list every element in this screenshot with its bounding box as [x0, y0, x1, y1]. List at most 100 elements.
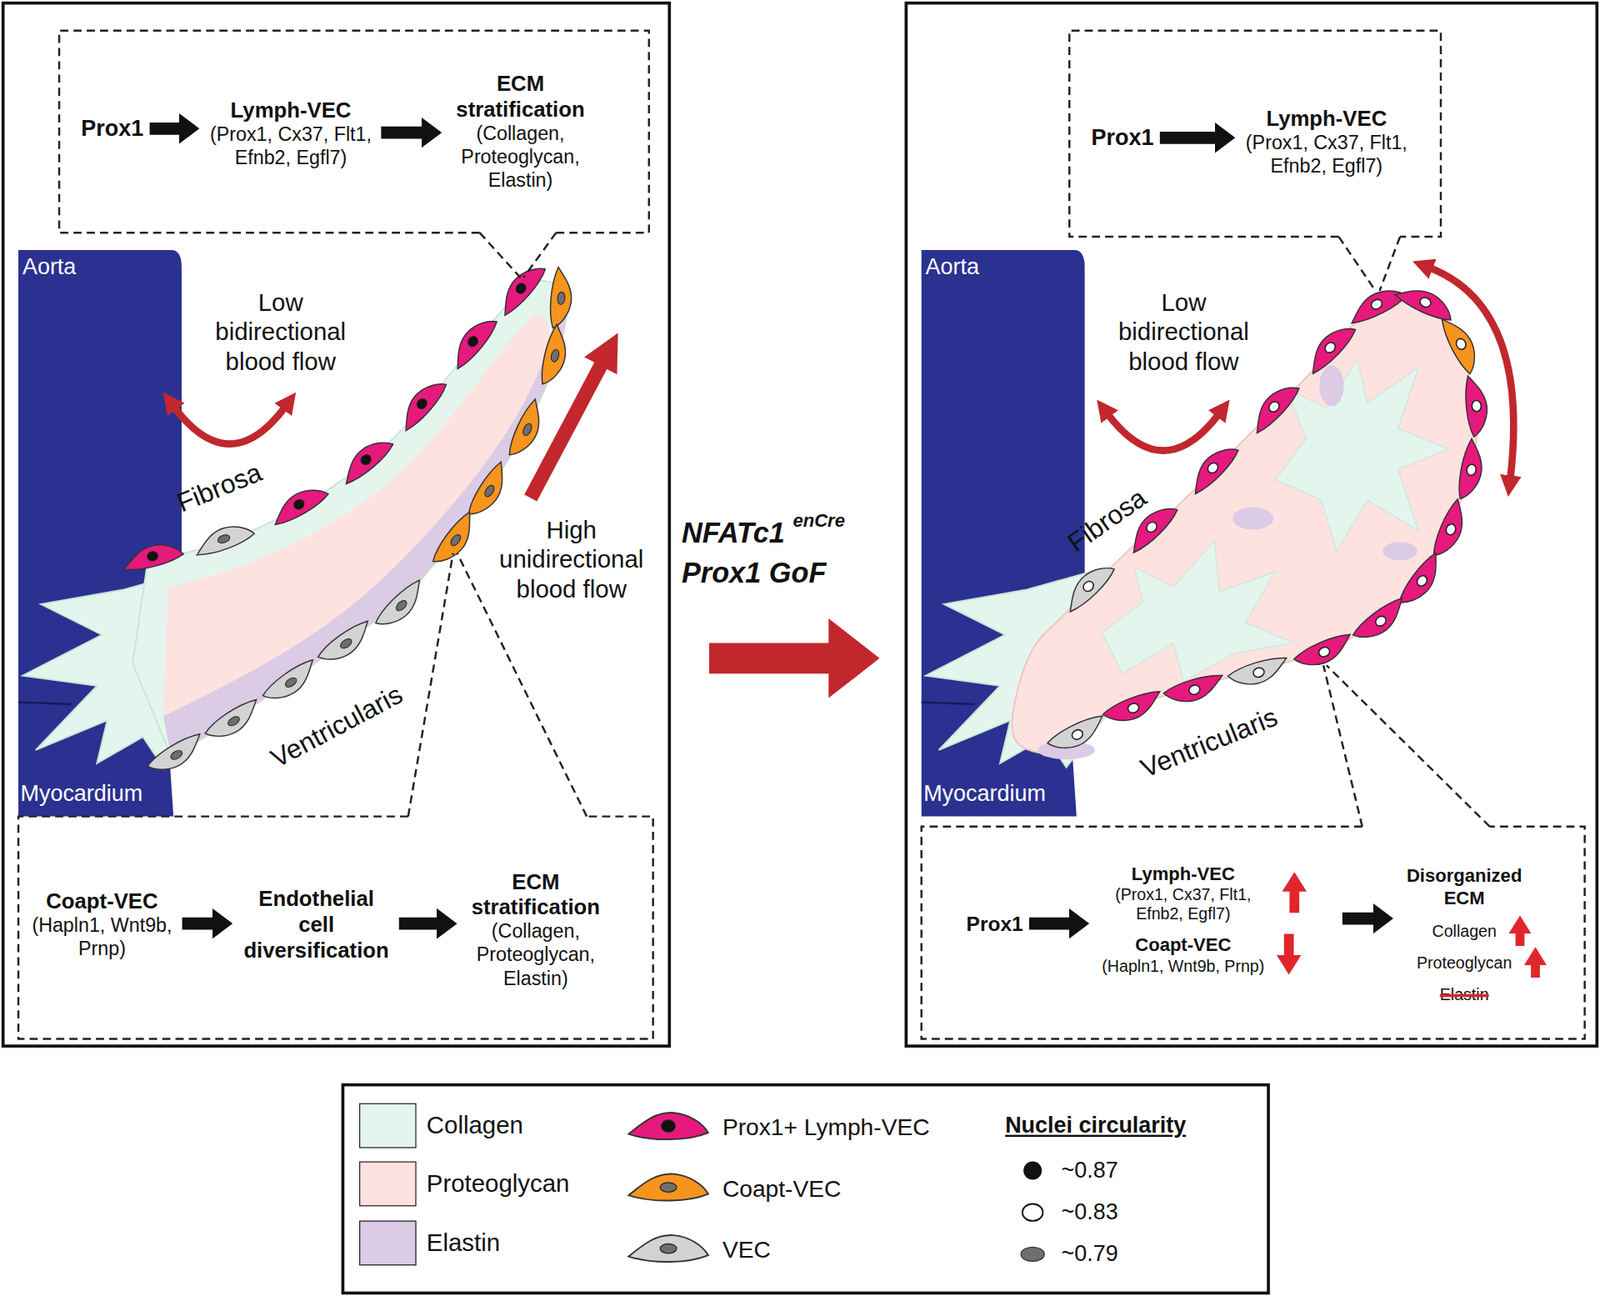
cell-icon — [335, 432, 396, 488]
legend-swatch — [359, 1220, 417, 1266]
cell-icon — [202, 695, 265, 746]
genotype-superscript: enCre — [792, 509, 845, 532]
panel-frame — [905, 3, 1597, 1046]
flow-step: ECM stratification(Collagen, Proteoglyca… — [464, 867, 607, 990]
flow-step: Disorganized ECM CollagenProteoglycanElas… — [1400, 864, 1529, 1005]
cell-icon — [260, 656, 322, 709]
step-heading: Endothelial cell diversification — [240, 885, 394, 962]
cell-icon — [1100, 687, 1165, 729]
change-arrow — [1276, 933, 1301, 975]
flow-step: Lymph-VEC(Prox1, Cx37, Flt1, Efnb2, Egfl… — [1242, 105, 1411, 178]
step-heading: Prox1 — [80, 115, 144, 142]
layer-label: Fibrosa — [1061, 481, 1153, 559]
flow-step: Lymph-VEC(Prox1, Cx37, Flt1, Efnb2, Egfl… — [1096, 861, 1337, 975]
cell-icon — [191, 519, 256, 560]
flow-arrow — [182, 917, 214, 930]
step-detail: (Collagen, Proteoglycan, Elastin) — [464, 919, 607, 990]
legend-swatch — [359, 1103, 417, 1149]
transition-arrow — [709, 618, 880, 699]
flow-arrow — [173, 267, 1514, 499]
step-heading: Coapt-VEC — [1135, 933, 1231, 956]
vessel-label: Aorta — [22, 254, 76, 281]
legend-label: ~0.79 — [1060, 1240, 1118, 1268]
cell-icon — [267, 480, 331, 529]
cell-icon — [145, 730, 209, 780]
step-detail: (Hapln1, Wnt9b, Prnp) — [28, 912, 177, 960]
step-detail: Collagen — [1431, 920, 1496, 940]
flow-label: High unidirectional blood flow — [485, 515, 659, 605]
cell-icon — [1245, 377, 1303, 436]
step-heading: Prox1 — [1091, 124, 1155, 151]
legend-label: ~0.87 — [1060, 1157, 1118, 1185]
disorganized-collagen — [1101, 359, 1449, 682]
panel-frame — [3, 3, 670, 1046]
step-heading: Coapt-VEC — [45, 887, 158, 914]
legend-label: Collagen — [426, 1110, 524, 1140]
cell-icon — [429, 509, 483, 570]
step-detail: (Hapln1, Wnt9b, Prnp) — [1101, 955, 1265, 975]
disorganized-elastin — [1037, 365, 1418, 760]
collagen-layer — [132, 280, 568, 758]
cell-icon — [537, 323, 573, 388]
legend-swatch — [359, 1160, 417, 1206]
nucleus-sample — [1020, 1160, 1045, 1261]
change-arrow — [1524, 946, 1547, 978]
cell-icon — [628, 1235, 709, 1262]
cell-icon — [1464, 375, 1490, 438]
flow-step: Prox1 — [966, 910, 1024, 935]
legend-label: Coapt-VEC — [722, 1175, 841, 1203]
thickened-leaflet — [1012, 295, 1478, 754]
legend-label: Proteoglycan — [426, 1169, 570, 1198]
legend-heading: Nuclei circularity — [1005, 1112, 1186, 1140]
cell-icon — [1393, 280, 1458, 325]
flow-label: Low bidirectional blood flow — [1096, 287, 1270, 377]
flow-step: ECM stratification(Collagen, Proteoglyca… — [449, 70, 592, 192]
step-heading: ECM stratification — [464, 867, 607, 919]
cell-icon — [505, 397, 550, 462]
step-heading: Prox1 — [966, 910, 1024, 935]
cell-icon — [372, 577, 431, 635]
step-heading: Lymph-VEC — [230, 96, 352, 123]
change-arrow — [1282, 871, 1307, 913]
vessel-label: Aorta — [925, 254, 980, 281]
flow-label: Low bidirectional blood flow — [194, 287, 368, 377]
tissue-label: Myocardium — [20, 780, 143, 808]
cell-icon — [492, 259, 550, 319]
callout-outline — [18, 30, 1585, 1040]
cell-icon — [1429, 497, 1473, 562]
flow-step: Lymph-VEC(Prox1, Cx37, Flt1, Efnb2, Egfl… — [206, 96, 375, 170]
cell-icon — [1045, 712, 1110, 758]
cell-icon — [628, 1174, 709, 1201]
cell-icon — [1162, 671, 1227, 709]
step-detail: Elastin — [1440, 984, 1490, 1004]
flow-arrow — [399, 917, 439, 930]
genotype-label: Prox1 GoF — [681, 555, 826, 591]
step-detail: (Collagen, Proteoglycan, Elastin) — [449, 120, 592, 191]
tissue-label: Myocardium — [923, 780, 1046, 808]
flow-step: Coapt-VEC(Hapln1, Wnt9b, Prnp) — [28, 887, 177, 960]
proteoglycan-layer — [163, 315, 550, 717]
cell-icon — [1301, 318, 1360, 376]
cell-icon — [1455, 437, 1488, 502]
legend-label: VEC — [722, 1235, 771, 1264]
cell-icon — [120, 539, 185, 574]
genotype-label: NFATc1 — [681, 516, 785, 552]
flow-arrow — [1342, 912, 1375, 925]
flow-arrow — [380, 126, 423, 140]
step-detail: Proteoglycan — [1416, 952, 1512, 972]
flow-arrow — [150, 122, 181, 135]
step-heading: Lymph-VEC — [1131, 861, 1235, 885]
step-heading: ECM stratification — [449, 70, 592, 121]
flow-step: Prox1 — [1091, 124, 1155, 151]
change-arrow — [1509, 915, 1532, 946]
cell-icon — [1059, 557, 1118, 615]
legend-label: Prox1+ Lymph-VEC — [722, 1114, 930, 1142]
step-heading: Disorganized ECM — [1400, 864, 1529, 910]
step-detail: (Prox1, Cx37, Flt1, Efnb2, Egfl7) — [1096, 884, 1270, 924]
cell-icon — [1345, 281, 1410, 327]
cell-icon — [1395, 550, 1449, 611]
step-heading: Lymph-VEC — [1265, 105, 1387, 131]
flow-step: Prox1 — [80, 115, 144, 142]
layer-label: Ventricularis — [265, 678, 409, 775]
